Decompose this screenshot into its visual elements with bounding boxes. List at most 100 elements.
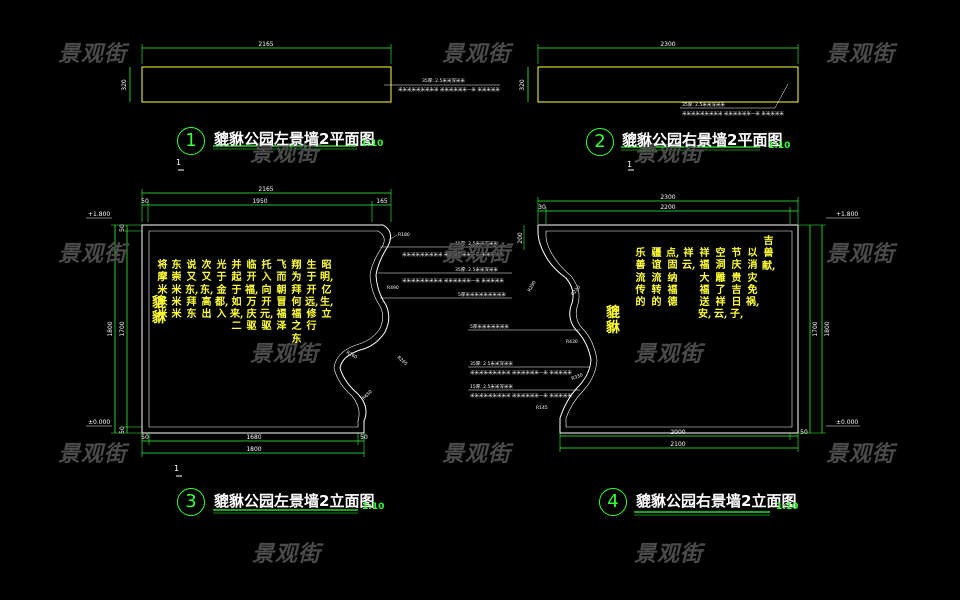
watermark: 景观街 [58,442,128,467]
v2-width-dim: 2300 [660,41,675,48]
watermark: 景观街 [634,542,704,567]
left-poem-name: 貔貅 [152,295,166,326]
view1-plan: 2165 320 35厚: 2.5米米深米米 米米米米米米米米米 米米米米米米一… [121,41,500,150]
v4-bottom-total: 2100 [670,441,685,448]
v3-bottom-total: 1800 [246,446,261,453]
v4-height-inner: 1700 [812,321,819,336]
v3-bottom-mid: 1680 [246,434,261,441]
v4-elev-bottom: ±0.000 [836,419,858,426]
view-number-2: 2 [586,128,614,156]
v4-bottom-right: 50 [800,429,808,436]
v4-note-3b: 米米米米米米米米米 米米米米米米一米 米米米米米 [470,392,572,399]
left-poem-column: 东崇米米米 [171,260,182,321]
v3-height-top: 50 [119,224,126,232]
v3-note-2b: 米米米米米米米米米 米米米米米米一米 米米米米米 [402,277,504,284]
left-poem-column: 昭明,亿生,立 [320,260,334,321]
v3-height-bottom: 50 [119,426,126,434]
view-scale-3: 1:10 [362,502,385,512]
v4-height-total: 1800 [824,321,831,336]
left-poem-column: 次又东,高出 [200,260,214,321]
v3-top-total: 2165 [258,186,273,193]
view-number-1: 1 [177,127,205,155]
v1-width-dim: 2165 [258,41,273,48]
view-title-4: 貔貅公园右景墙2立面图 [636,492,797,510]
v3-radius-2: R490 [387,285,399,291]
v3-height-total: 1800 [107,321,114,336]
watermark: 景观街 [826,442,896,467]
section-mark: 1 [174,464,180,473]
left-poem-column: 光于金都,入 [215,260,229,321]
section-marks [176,169,634,477]
v4-note-2a: 35厚: 2.5米米深米米 [470,360,513,367]
view-title-1: 貔貅公园左景墙2平面图 [214,130,375,148]
right-poem-column: 祥福大福送安, [698,248,712,321]
v3-top-right: 165 [376,198,388,205]
left-poem-column: 飞而朝冒福泽 [276,260,287,333]
v2-height-dim: 320 [519,79,526,91]
left-poem-column: 并起于如来,二 [230,260,244,333]
v2-note-line2: 米米米米米米米米米 米米米米米米一米 米米米米米 [682,110,784,117]
right-poem-column: 疆谊流转的 [651,248,662,309]
v3-note-3a: 5厚米米米米米米米米米 [458,291,506,298]
v3-height-inner: 1700 [119,321,126,336]
v3-bottom-left: 50 [141,434,149,441]
v3-top-mid: 1950 [252,198,267,205]
right-poem-name: 貔貅 [606,305,620,336]
view3-elevation: 2165 50 1950 165 1800 1700 50 50 +1.800 … [86,186,512,514]
v3-radius-4: R265 [396,355,409,367]
left-poem-column: 生于开远,修行 [305,260,319,333]
v3-radius-1: R180 [398,232,410,238]
v3-elev-top: +1.800 [88,211,110,218]
watermark: 景观街 [634,142,704,167]
watermark: 景观街 [250,342,320,367]
view-number-3: 3 [177,488,205,516]
right-poem-column: 点,固纳福德 [666,248,680,309]
watermark: 景观街 [58,42,128,67]
v1-note-line2: 米米米米米米米米米 米米米米米米一米 米米米米米 [398,86,500,93]
watermark: 景观街 [252,542,322,567]
left-poem-column: 翔为拜何福之东 [291,260,302,345]
view-title-3: 貔貅公园左景墙2立面图 [214,492,375,510]
watermark: 景观街 [634,342,704,367]
right-poem-column: 吉兽献, [762,236,776,272]
v4-height-left: 200 [517,232,524,244]
v4-radius-2: R220 [570,284,582,297]
view4-elevation: 2300 30 2200 1700 1800 +1.800 ±0.000 200… [468,194,860,516]
left-poem-column: 说又东,拜东 [185,260,199,321]
section-mark: 1 [627,160,633,169]
left-poem-column: 临开福,万庆驱 [245,260,259,333]
v1-height-dim: 320 [121,79,128,91]
v4-note-2b: 米米米米米米米米米 米米米米米米一米 米米米米米 [470,369,572,376]
v4-top-mid: 2200 [660,204,675,211]
v3-radius-5: R650 [361,389,374,402]
v3-note-1b: 米米米米米米米米米 米米米米米米一米 米米米米米 [402,251,504,258]
watermark: 景观街 [826,242,896,267]
watermark: 景观街 [826,42,896,67]
section-mark: 1 [176,158,182,167]
v1-note-line1: 35厚: 2.5米米深米米 [422,77,465,84]
v3-elev-bottom: ±0.000 [88,419,110,426]
v4-radius-5: R145 [536,405,548,411]
v4-top-total: 2300 [660,194,675,201]
v4-top-left: 30 [538,204,546,211]
v4-radius-1: R290 [527,280,538,293]
v2-note-line1: 35厚: 2.5米米深米米 [682,101,725,108]
v3-bottom-right: 50 [360,434,368,441]
right-poem-column: 祥云, [682,248,696,272]
v4-bottom-mid: 2000 [670,429,685,436]
view-scale-1: 1:10 [361,139,384,149]
v3-top-left: 50 [141,198,149,205]
v3-note-2a: 35厚: 2.5米米深米米 [455,266,498,273]
right-poem-column: 以消灾免祸, [746,248,760,309]
right-poem-column: 空洞雕了祥云, [714,248,728,321]
view2-plan: 2300 320 35厚: 2.5米米深米米 米米米米米米米米米 米米米米米米一… [519,41,799,151]
v3-note-1a: 15厚: 2.5米米深米米 [455,240,498,247]
right-poem-column: 乐善流传的 [635,248,646,309]
left-poem-column: 托入向开元,驱 [260,260,274,333]
watermark: 景观街 [442,42,512,67]
view-number-4: 4 [599,488,627,516]
watermark: 景观街 [250,142,320,167]
v4-note-1a: 5厚米米米米米米米 [470,323,509,330]
v4-radius-3: R430 [566,339,578,345]
